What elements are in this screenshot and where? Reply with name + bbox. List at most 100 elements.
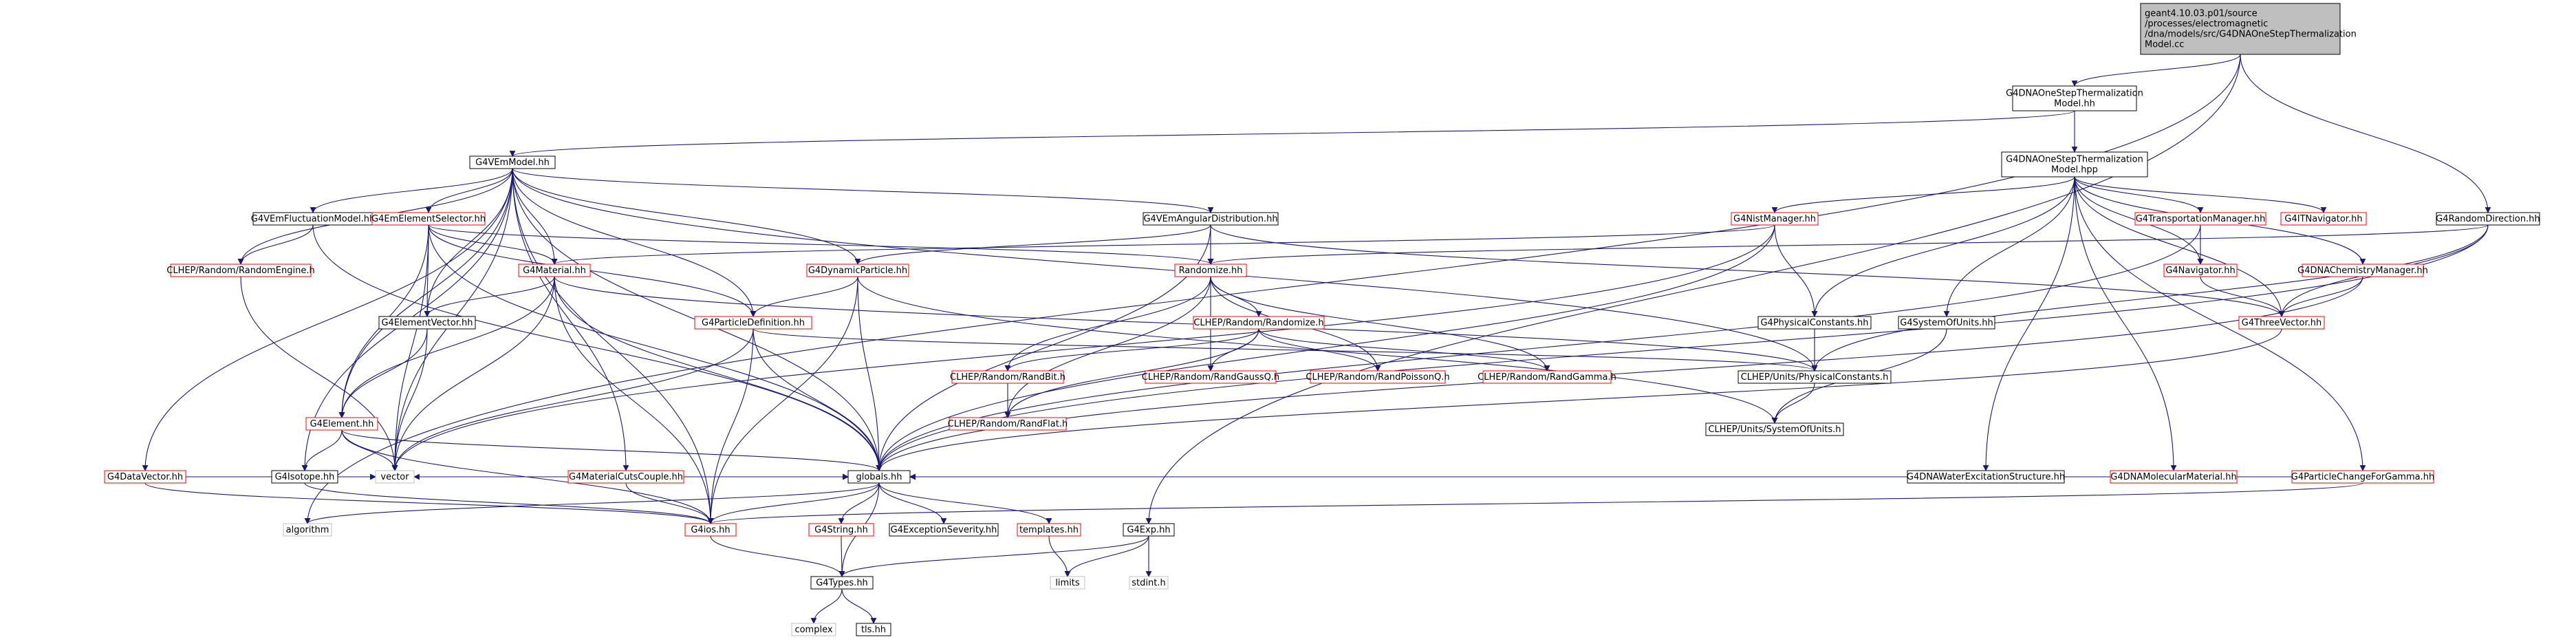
node-emfluct[interactable]: G4VEmFluctuationModel.hh [251,212,375,226]
edge-templates-to-limits [1048,535,1071,577]
node-randomize[interactable]: Randomize.hh [1174,264,1247,277]
node-clrandomize[interactable]: CLHEP/Random/Randomize.h [1193,316,1325,330]
node-complex-box [791,623,836,636]
edge-emelsel-to-globals [428,224,883,471]
node-waterexc[interactable]: G4DNAWaterExcitationStructure.hh [1907,470,2065,484]
node-g4ios-label-0: G4ios.hh [691,525,730,535]
node-partdef[interactable]: G4ParticleDefinition.hh [694,316,812,330]
node-emfluct-label-0: G4VEmFluctuationModel.hh [251,214,375,224]
node-excsev[interactable]: G4ExceptionSeverity.hh [889,523,999,537]
node-clsysunits[interactable]: CLHEP/Units/SystemOfUnits.h [1705,422,1844,436]
node-datavec[interactable]: G4DataVector.hh [104,470,186,484]
node-randeng-box [170,264,312,277]
edge-osthpp-to-transp [2074,176,2204,213]
node-vem[interactable]: G4VEmModel.hh [469,155,556,169]
node-randbit[interactable]: CLHEP/Random/RandBit.h [950,370,1065,384]
node-complex[interactable]: complex [791,623,836,636]
edge-element-to-isotope [301,429,343,471]
node-physconst[interactable]: G4PhysicalConstants.hh [1757,316,1872,330]
node-dynpart[interactable]: G4DynamicParticle.hh [806,264,909,277]
node-randgaussq[interactable]: CLHEP/Random/RandGaussQ.h [1142,370,1279,384]
edge-vem-to-partdef [512,168,757,317]
node-g4types[interactable]: G4Types.hh [810,576,874,590]
node-randdir-box [2436,212,2540,226]
node-templates[interactable]: templates.hh [1017,523,1081,537]
edge-nist-to-vector [391,224,1775,471]
edge-threevec-to-globals [876,328,2282,471]
node-randbit-label-0: CLHEP/Random/RandBit.h [950,372,1065,383]
node-dynpart-box [806,264,909,277]
node-sysunits[interactable]: G4SystemOfUnits.hh [1898,316,1995,330]
edge-vem-to-emelsel [425,168,513,213]
edge-root-to-osthh [2071,54,2241,87]
edge-partdef-to-vector [391,328,754,471]
edge-randdir-to-randomize [1208,224,2489,265]
node-randeng-label-0: CLHEP/Random/RandomEngine.h [166,266,314,276]
node-limits[interactable]: limits [1050,576,1085,590]
node-emelsel-label-0: G4EmElementSelector.hh [371,214,486,224]
node-vector[interactable]: vector [375,470,415,484]
node-mat[interactable]: G4Material.hh [518,264,591,277]
node-tls[interactable]: tls.hh [856,623,891,636]
node-g4string[interactable]: G4String.hh [808,523,874,537]
edge-globals-to-algorithm [304,482,880,524]
node-threevec-box [2238,316,2325,330]
node-molmat-box [2110,470,2238,484]
node-clphysconst[interactable]: CLHEP/Units/PhysicalConstants.h [1738,370,1892,384]
node-g4string-box [808,523,874,537]
node-transp-box [2134,212,2266,226]
node-itnav[interactable]: G4ITNavigator.hh [2280,212,2367,226]
node-partdef-box [694,316,812,330]
node-randomize-box [1174,264,1247,277]
node-molmat[interactable]: G4DNAMolecularMaterial.hh [2110,470,2238,484]
node-g4exp[interactable]: G4Exp.hh [1123,523,1175,537]
node-g4exp-label-0: G4Exp.hh [1127,525,1170,535]
node-randeng[interactable]: CLHEP/Random/RandomEngine.h [166,264,315,277]
node-randflat[interactable]: CLHEP/Random/RandFlat.h [948,417,1068,431]
node-element[interactable]: G4Element.hh [305,417,378,431]
node-globals-box [847,470,911,484]
node-randpoisson-label-0: CLHEP/Random/RandPoissonQ.h [1306,372,1449,383]
node-globals[interactable]: globals.hh [847,470,911,484]
node-randdir[interactable]: G4RandomDirection.hh [2436,212,2540,226]
node-g4ios[interactable]: G4ios.hh [684,523,737,537]
node-isotope-label-0: G4Isotope.hh [275,472,335,482]
node-algorithm-box [283,523,332,537]
edge-emang-to-threevec [1210,224,2285,317]
node-root[interactable]: geant4.10.03.p01/source/processes/electr… [2140,3,2357,55]
node-physconst-label-0: G4PhysicalConstants.hh [1760,318,1868,328]
node-tls-box [856,623,891,636]
edge-g4ios-to-g4types [710,535,845,577]
node-nav[interactable]: G4Navigator.hh [2163,264,2238,277]
edge-mat-to-globals [554,276,883,471]
node-elvec[interactable]: G4ElementVector.hh [378,316,476,330]
node-osthpp-label-1: Model.hpp [2051,165,2098,175]
node-algorithm[interactable]: algorithm [283,523,332,537]
node-randgamma[interactable]: CLHEP/Random/RandGamma.h [1478,370,1616,384]
node-root-label-2: /dna/models/src/G4DNAOneStepThermalizati… [2145,30,2357,40]
nodes-layer: geant4.10.03.p01/source/processes/electr… [104,3,2540,636]
node-excsev-label-0: G4ExceptionSeverity.hh [891,525,997,535]
edge-root-to-randdir [2240,54,2491,213]
node-transp[interactable]: G4TransportationManager.hh [2134,212,2266,226]
node-randpoisson[interactable]: CLHEP/Random/RandPoissonQ.h [1306,370,1450,384]
node-stdint[interactable]: stdint.h [1129,576,1169,590]
edge-osthpp-to-itnav [2074,176,2327,213]
node-g4string-label-0: G4String.hh [814,525,868,535]
node-templates-box [1017,523,1081,537]
node-randgamma-box [1482,370,1612,384]
node-emelsel[interactable]: G4EmElementSelector.hh [371,212,486,226]
node-randgaussq-box [1145,370,1277,384]
node-matcuts[interactable]: G4MaterialCutsCouple.hh [567,470,684,484]
edge-clrandomize-to-randbit [1004,328,1259,372]
node-chem[interactable]: G4DNAChemistryManager.hh [2297,264,2428,277]
node-emang[interactable]: G4VEmAngularDistribution.hh [1143,212,1279,226]
node-pchgamma[interactable]: G4ParticleChangeForGamma.hh [2291,470,2434,484]
node-nist[interactable]: G4NistManager.hh [1731,212,1819,226]
node-dynpart-label-0: G4DynamicParticle.hh [808,266,907,276]
node-threevec[interactable]: G4ThreeVector.hh [2238,316,2325,330]
node-isotope[interactable]: G4Isotope.hh [271,470,338,484]
edge-nist-to-globals [876,224,1775,471]
